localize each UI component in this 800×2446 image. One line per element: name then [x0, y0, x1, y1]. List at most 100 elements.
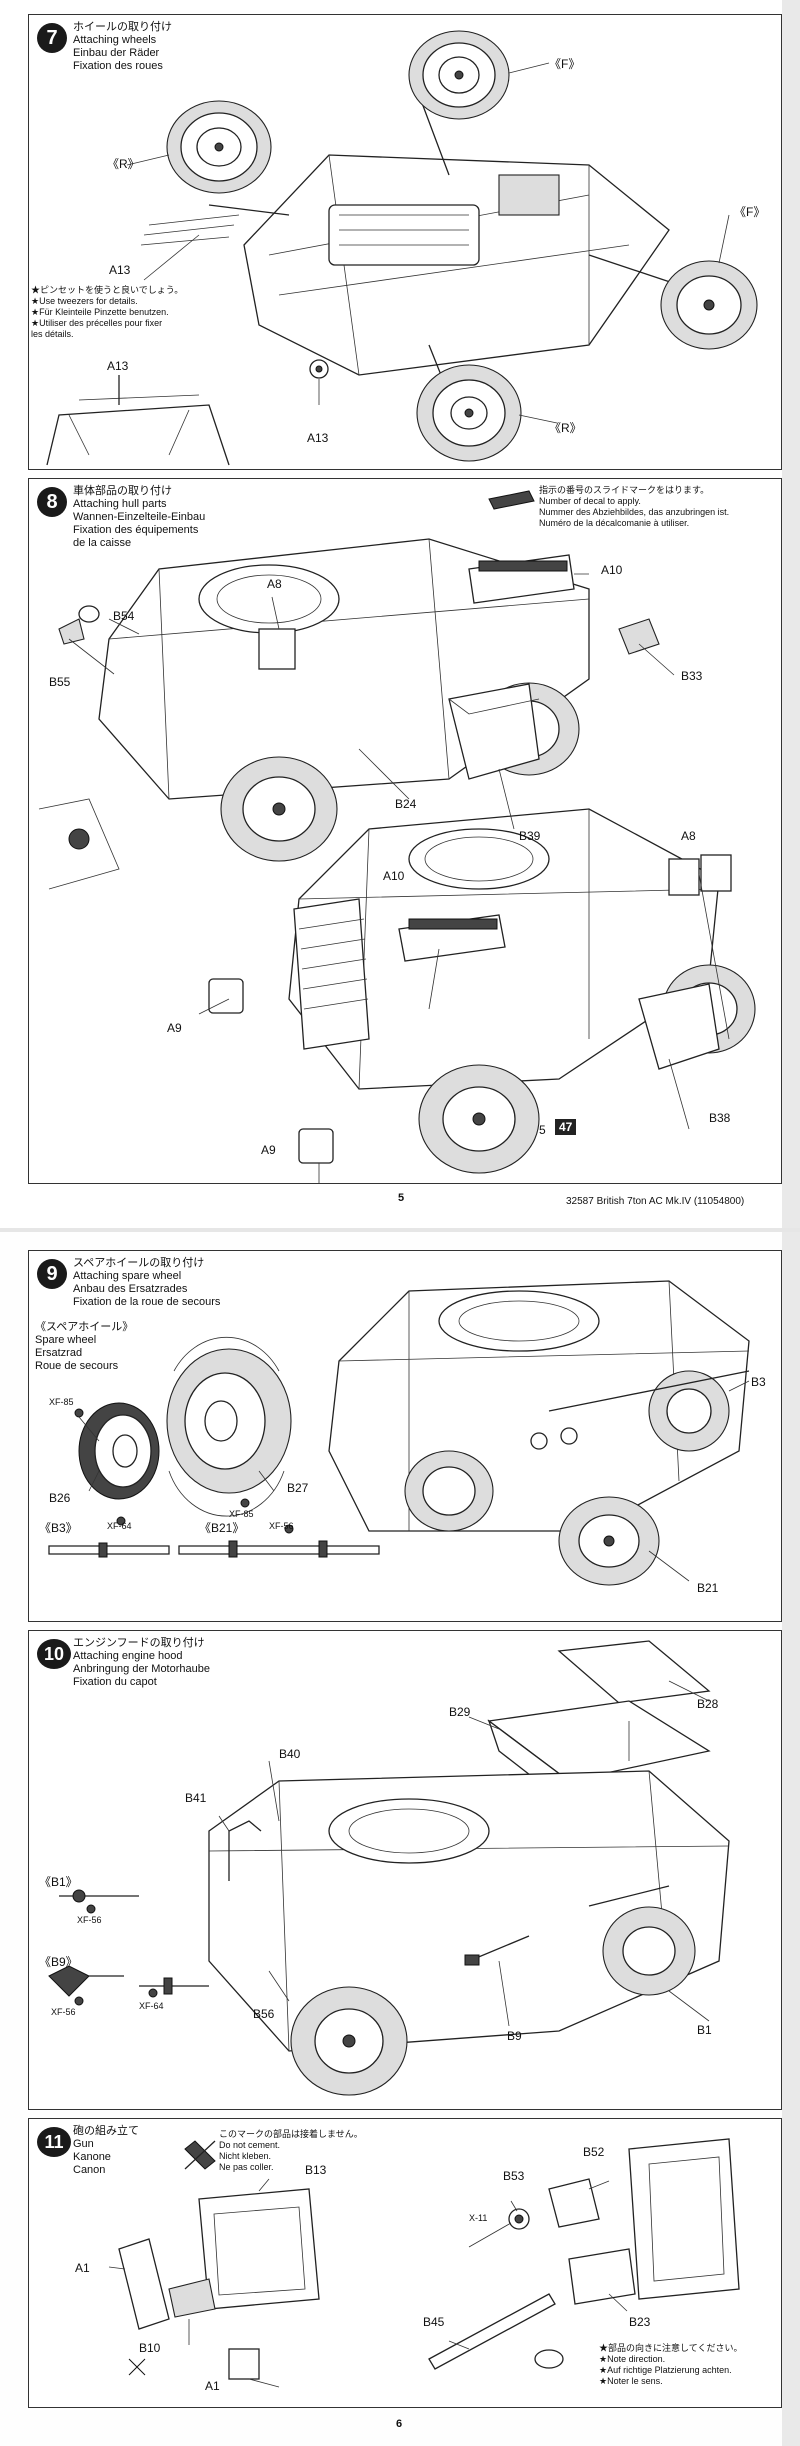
title-de: Wannen-Einzelteile-Einbau [73, 511, 206, 523]
step-title-block: エンジンフードの取り付け Attaching engine hood Anbri… [73, 1637, 210, 1689]
dir-de: ★Auf richtige Platzierung achten. [599, 2365, 732, 2375]
label-a13-main: A13 [109, 263, 131, 277]
label-b39: B39 [519, 829, 541, 843]
title-en: Attaching spare wheel [73, 1270, 182, 1282]
label-a1-bottom: A1 [205, 2379, 220, 2393]
title-fr: Fixation de la roue de secours [73, 1296, 221, 1308]
label-b26: B26 [49, 1491, 71, 1505]
page-edge-shadow [782, 0, 800, 1228]
title-en: Attaching hull parts [73, 498, 167, 510]
manual-page-5: 7 ホイールの取り付け Attaching wheels Einbau der … [28, 0, 800, 1228]
title-jp: エンジンフードの取り付け [73, 1637, 205, 1649]
nocement-jp: このマークの部品は接着しません。 [219, 2129, 363, 2139]
label-b56: B56 [253, 2007, 275, 2021]
label-a1-left: A1 [75, 2261, 90, 2275]
step-number: 11 [37, 2127, 71, 2157]
nocement-fr: Ne pas coller. [219, 2162, 274, 2172]
label-a13-bottom: A13 [307, 431, 329, 445]
label-b28: B28 [697, 1697, 719, 1711]
decal-number-5: 5 [539, 1123, 546, 1137]
label-xf85-top: XF-85 [49, 1397, 74, 1407]
title-jp: 車体部品の取り付け [73, 485, 172, 497]
label-b54: B54 [113, 609, 135, 623]
decal-en: Number of decal to apply. [539, 496, 641, 506]
decal-legend: 指示の番号のスライドマークをはります。 Number of decal to a… [539, 485, 779, 529]
label-b3-sub: 《B3》 [39, 1521, 78, 1535]
label-b40: B40 [279, 1747, 301, 1761]
label-b52: B52 [583, 2145, 605, 2159]
note-fr-1: ★Utiliser des précelles pour fixer [31, 318, 163, 328]
page-number: 5 [398, 1192, 405, 1204]
label-b41: B41 [185, 1791, 207, 1805]
label-a9-bottom: A9 [261, 1143, 276, 1157]
page-number: 6 [396, 2418, 403, 2430]
label-b29: B29 [449, 1705, 471, 1719]
step-9-panel: 9 スペアホイールの取り付け Attaching spare wheel Anb… [28, 1250, 782, 1622]
title-en: Gun [73, 2138, 94, 2150]
label-xf56-top: XF-56 [77, 1915, 102, 1925]
step-number: 7 [37, 23, 67, 53]
title-de: Anbringung der Motorhaube [73, 1663, 210, 1675]
spare-jp: 《スペアホイール》 [35, 1321, 134, 1333]
page-edge-shadow [782, 1232, 800, 2446]
label-b23: B23 [629, 2315, 651, 2329]
label-b38: B38 [709, 1111, 731, 1125]
dir-jp: ★部品の向きに注意してください。 [599, 2343, 743, 2353]
label-xf56-bottom: XF-56 [51, 2007, 76, 2017]
label-a8-top: A8 [267, 577, 282, 591]
label-b27: B27 [287, 1481, 309, 1495]
title-fr-2: de la caisse [73, 537, 132, 549]
step-number: 8 [37, 487, 67, 517]
page-divider [0, 1228, 800, 1232]
title-de: Anbau des Ersatzrades [73, 1283, 188, 1295]
step-8-panel: 8 車体部品の取り付け Attaching hull parts Wannen-… [28, 478, 782, 1184]
label-x11: X-11 [469, 2213, 488, 2223]
step-title-block: 車体部品の取り付け Attaching hull parts Wannen-Ei… [73, 485, 205, 550]
label-b55: B55 [49, 675, 71, 689]
step-title-block: スペアホイールの取り付け Attaching spare wheel Anbau… [73, 1257, 220, 1309]
label-wheel-f-top: 《F》 [549, 57, 581, 71]
note-en: ★Use tweezers for details. [31, 296, 138, 306]
title-de: Einbau der Räder [73, 47, 160, 59]
step-title-block: ホイールの取り付け Attaching wheels Einbau der Rä… [73, 21, 172, 73]
label-b13: B13 [305, 2163, 327, 2177]
label-b21: B21 [697, 1581, 719, 1595]
label-b1-sub: 《B1》 [39, 1875, 78, 1889]
spare-wheel-drawing [48, 1280, 750, 1586]
gun-assembly-drawing [108, 2138, 740, 2388]
label-xf64: XF-64 [139, 2001, 164, 2011]
decal-slide-mark-icon [488, 490, 535, 510]
spare-en: Spare wheel [35, 1334, 97, 1346]
label-b1: B1 [697, 2023, 712, 2037]
dir-fr: ★Noter le sens. [599, 2376, 663, 2386]
step-title-block: 砲の組み立て Gun Kanone Canon [73, 2125, 139, 2177]
note-de: ★Für Kleinteile Pinzette benutzen. [31, 307, 169, 317]
nocement-de: Nicht kleben. [219, 2151, 272, 2161]
manual-page-6: 9 スペアホイールの取り付け Attaching spare wheel Anb… [0, 1232, 800, 2446]
title-de: Kanone [73, 2151, 111, 2163]
nocement-en: Do not cement. [219, 2140, 281, 2150]
label-xf85-bottom: XF-85 [229, 1509, 254, 1519]
label-a10-bottom: A10 [383, 869, 405, 883]
label-a10-top: A10 [601, 563, 623, 577]
note-fr-2: les détails. [31, 329, 74, 339]
decal-de: Nummer des Abziehbildes, das anzubringen… [539, 507, 730, 517]
step-number: 10 [37, 1639, 71, 1669]
label-wheel-f-right: 《F》 [734, 205, 766, 219]
label-xf64: XF-64 [107, 1521, 132, 1531]
title-jp: ホイールの取り付け [73, 21, 172, 33]
label-a13-inset: A13 [107, 359, 129, 373]
spare-wheel-caption: 《スペアホイール》 Spare wheel Ersatzrad Roue de … [35, 1321, 133, 1373]
label-b21-sub: 《B21》 [199, 1521, 245, 1535]
label-b10: B10 [139, 2341, 161, 2355]
label-b9: B9 [507, 2029, 522, 2043]
decal-jp: 指示の番号のスライドマークをはります。 [539, 485, 710, 495]
tweezers-note: ★ピンセットを使うと良いでしょう。 ★Use tweezers for deta… [31, 285, 183, 340]
label-b3: B3 [751, 1375, 766, 1389]
label-b33: B33 [681, 669, 703, 683]
hull-parts-drawing [38, 490, 756, 1183]
dir-en: ★Note direction. [599, 2354, 666, 2364]
title-fr-1: Fixation des équipements [73, 524, 199, 536]
title-en: Attaching engine hood [73, 1650, 183, 1662]
spare-de: Ersatzrad [35, 1347, 83, 1359]
